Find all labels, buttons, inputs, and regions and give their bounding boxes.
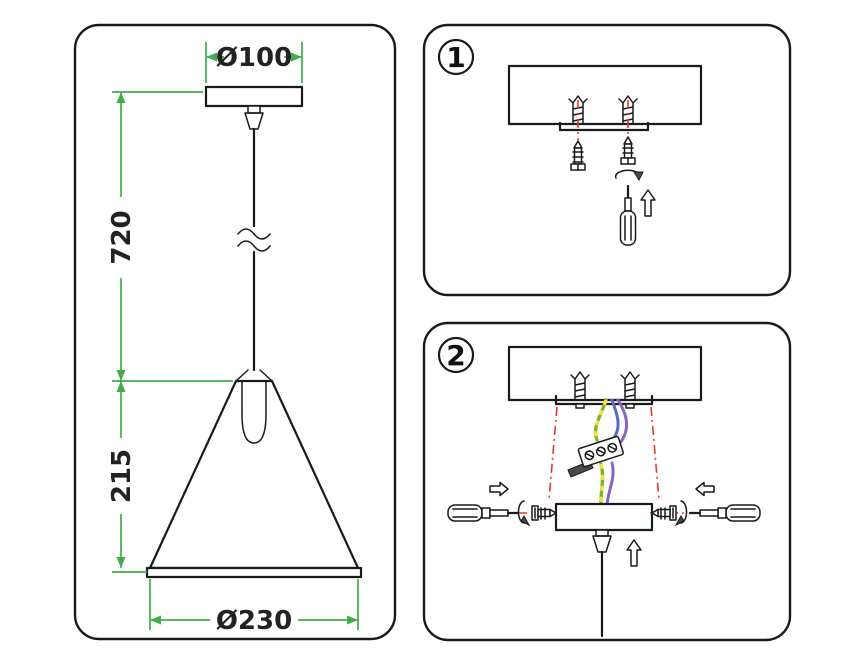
- cable-length-label: 720: [107, 210, 137, 264]
- step-2-frame: [422, 321, 792, 642]
- pendant-cable: [235, 127, 273, 382]
- ceiling: [507, 345, 703, 402]
- ground-wire-stripe: [599, 463, 605, 507]
- step-2-panel: 2: [422, 321, 792, 642]
- live-wire: [616, 398, 628, 445]
- dimension-cable-length: 720: [107, 91, 233, 382]
- dimension-shade-diameter: Ø230: [149, 579, 359, 636]
- screwdriver-icon: [619, 184, 637, 246]
- dimension-top-diameter: Ø100: [205, 42, 303, 83]
- screwdriver-icon: [447, 504, 520, 522]
- ground-wire-stripe: [593, 399, 608, 441]
- screw-icon: [620, 136, 636, 165]
- dimension-panel: Ø100 720 215 Ø230: [73, 23, 397, 641]
- ceiling-plate: [204, 85, 304, 130]
- dimension-shade-height: 215: [107, 381, 147, 573]
- canopy: [554, 502, 654, 638]
- socket-opening: [241, 380, 267, 444]
- step-1-panel: 1: [422, 23, 792, 297]
- step-2-number: 2: [446, 339, 465, 372]
- rotate-arrow-icon: [674, 500, 688, 527]
- screw-icon: [570, 140, 586, 171]
- bracket-screw-head: [575, 403, 585, 409]
- rotate-arrow-icon: [614, 169, 644, 182]
- step-2-badge: 2: [437, 336, 475, 374]
- terminal-block: [577, 435, 624, 468]
- shade-diameter-label: Ø230: [216, 606, 292, 636]
- live-wire: [605, 461, 615, 507]
- screw-icon: [651, 505, 677, 521]
- screwdriver-icon: [688, 504, 761, 522]
- ceiling: [507, 64, 703, 126]
- screw-icon: [531, 505, 557, 521]
- step-1-number: 1: [446, 41, 465, 74]
- alignment-guide-line: [650, 406, 660, 501]
- top-diameter-label: Ø100: [216, 43, 292, 73]
- shade-rim: [145, 566, 363, 579]
- shade-height-label: 215: [107, 449, 137, 503]
- step-1-badge: 1: [437, 38, 475, 76]
- mounting-bracket: [558, 121, 650, 132]
- alignment-guide-line: [548, 406, 558, 501]
- bracket-screw-head: [625, 403, 635, 409]
